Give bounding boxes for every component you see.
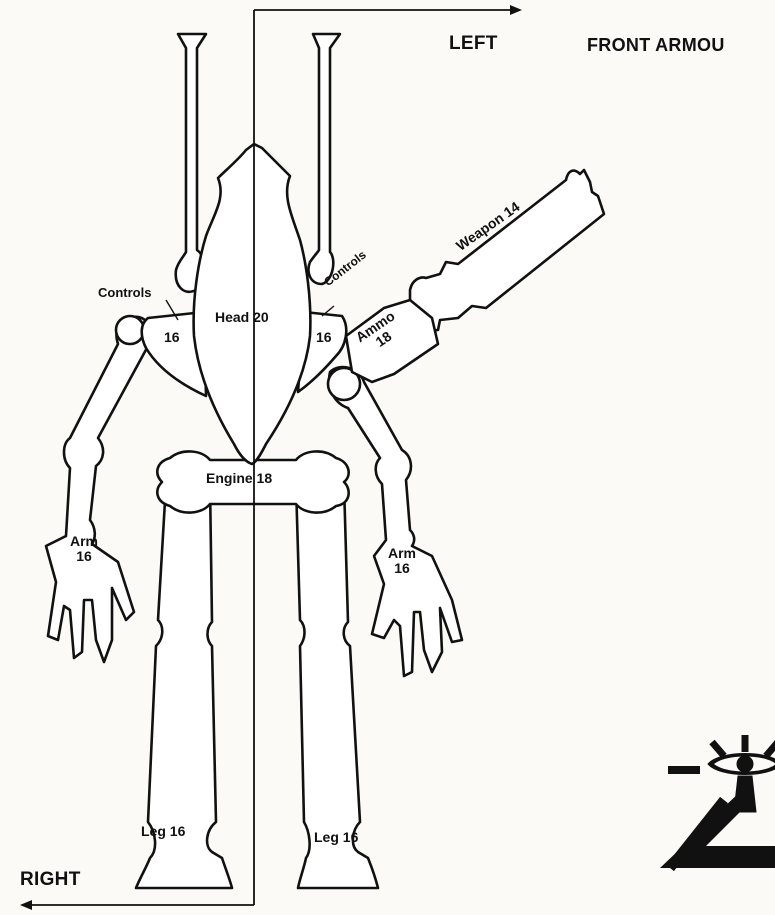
leg-left-label: Leg 16: [314, 830, 358, 845]
page-title: FRONT ARMOU: [587, 36, 725, 56]
engine-label: Engine 18: [206, 471, 272, 486]
arm-right-value: 16: [76, 549, 92, 564]
direction-right-label: RIGHT: [20, 870, 81, 891]
weapon-barrel: [410, 170, 604, 332]
controls-right-label: Controls: [98, 286, 151, 300]
arm-left-value: 16: [394, 561, 410, 576]
arm-right-shape: [46, 317, 151, 662]
arm-right-label: Arm: [70, 534, 98, 549]
head-label: Head 20: [215, 310, 269, 325]
arm-right-label-group: Arm 16: [70, 534, 98, 565]
leg-left-shape: [296, 484, 378, 888]
antenna-left: [309, 34, 341, 284]
controls-right-value: 16: [164, 330, 180, 345]
head-shape: [194, 144, 311, 464]
arm-left-label-group: Arm 16: [388, 546, 416, 577]
leg-right-label: Leg 16: [141, 824, 185, 839]
arm-left-shape: [329, 367, 462, 676]
controls-left-value: 16: [316, 330, 332, 345]
eye-of-isha-icon: [660, 735, 775, 868]
arm-left-label: Arm: [388, 546, 416, 561]
direction-left-label: LEFT: [449, 34, 498, 55]
shoulder-right: [116, 316, 144, 344]
